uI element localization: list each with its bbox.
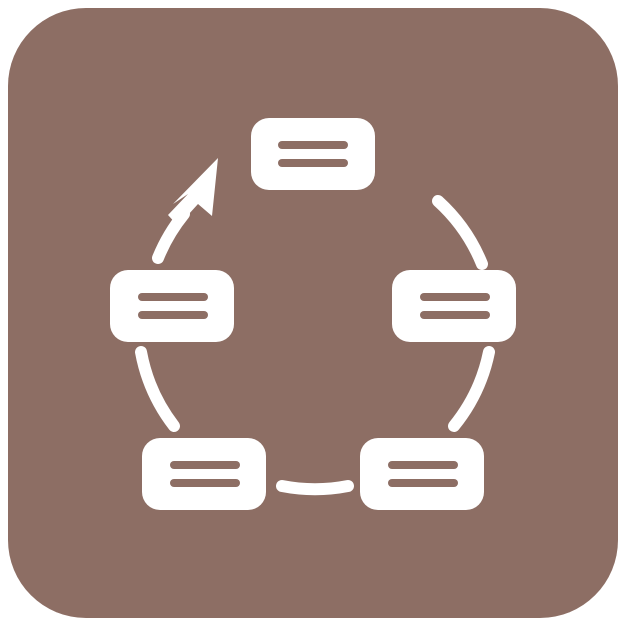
app-tile-background — [8, 8, 618, 618]
step-node-left — [110, 270, 234, 342]
arc-bottom — [276, 480, 354, 496]
arrow-icon — [168, 158, 218, 226]
arc-top-right — [432, 195, 488, 270]
step-node-bottom-right — [360, 438, 484, 510]
step-node-top — [251, 118, 375, 190]
step-node-bottom-left — [142, 438, 266, 510]
arc-bottomleft-left — [135, 346, 180, 432]
cycle-process-icon — [8, 8, 618, 618]
step-node-right — [392, 270, 516, 342]
arc-right-bottomright — [448, 346, 495, 432]
